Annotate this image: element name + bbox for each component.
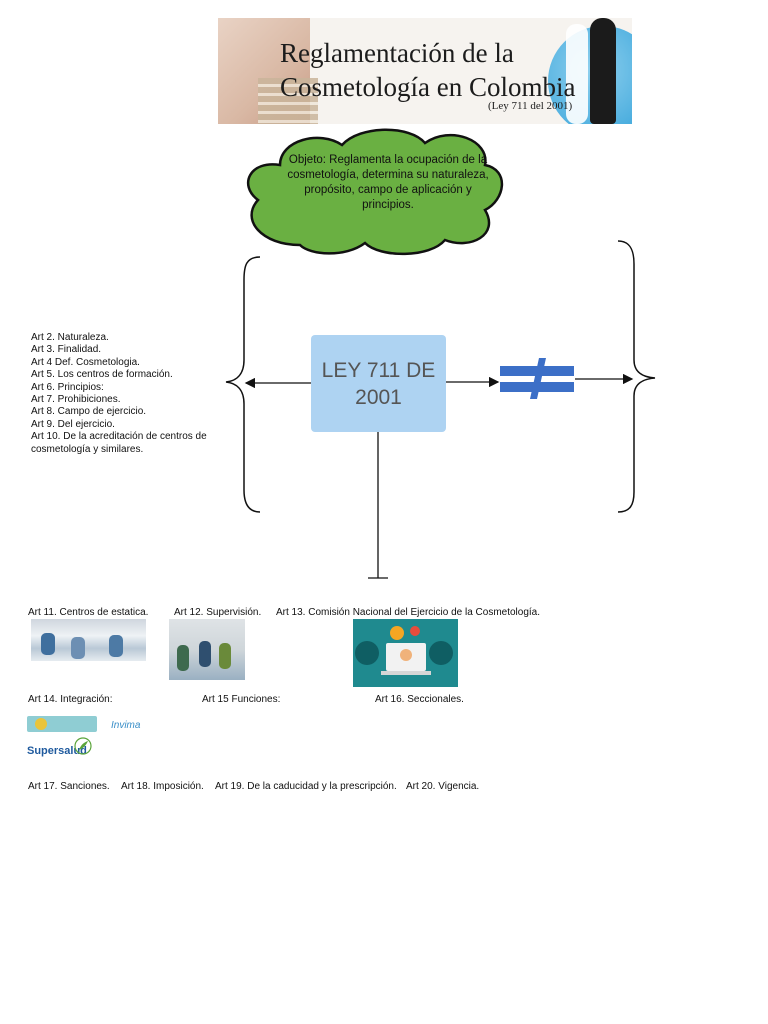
art-17-label: Art 17. Sanciones.	[28, 781, 110, 792]
ley-711-box: LEY 711 DE 2001	[311, 335, 446, 432]
art-15-label: Art 15 Funciones:	[202, 694, 281, 705]
white-silhouette	[566, 24, 588, 124]
objective-text: Objeto: Reglamenta la ocupación de la co…	[287, 154, 489, 211]
supersalud-leaf-icon	[74, 737, 92, 755]
books-image	[258, 78, 318, 124]
art-19-label: Art 19. De la caducidad y la prescripció…	[215, 781, 397, 792]
invima-logo: Invima	[111, 720, 141, 731]
art-13-label: Art 13. Comisión Nacional del Ejercicio …	[276, 607, 541, 618]
left-brace	[225, 256, 261, 513]
black-silhouette	[590, 18, 616, 124]
list-item: Art 8. Campo de ejercicio.	[31, 406, 147, 418]
objective-cloud	[247, 128, 504, 256]
art-11-label: Art 11. Centros de estatica.	[28, 607, 149, 618]
list-item: Art 3. Finalidad.	[31, 344, 102, 356]
art-16-label: Art 16. Seccionales.	[375, 694, 464, 705]
ley-711-label: LEY 711 DE 2001	[321, 358, 436, 409]
banner-title-line1: Reglamentación de la	[280, 38, 514, 68]
list-item: Art 2. Naturaleza.	[31, 332, 109, 343]
right-brace	[617, 240, 656, 513]
supersalud-logo: Supersalud	[27, 745, 87, 757]
art-20-label: Art 20. Vigencia.	[406, 781, 480, 792]
list-item: Art 10. De la acreditación de centros de…	[31, 431, 207, 455]
header-banner: Reglamentación de la Cosmetología en Col…	[218, 18, 632, 124]
art-18-label: Art 18. Imposición.	[121, 781, 204, 792]
beauty-center-photo	[31, 619, 146, 661]
list-item: Art 9. Del ejercicio.	[31, 418, 115, 430]
minsalud-logo	[27, 716, 97, 732]
list-item: Art 6. Principios:	[31, 381, 104, 393]
articles-list: Art 2. Naturaleza. Art 3. Finalidad. Art…	[31, 332, 221, 456]
list-item: Art 7. Prohibiciones.	[31, 394, 121, 406]
banner-title-line2: Cosmetología en Colombia	[280, 72, 576, 102]
list-item: Art 4 Def. Cosmetologia.	[31, 356, 140, 368]
banner-subtitle: (Ley 711 del 2001)	[488, 100, 573, 112]
not-equal-icon	[500, 358, 574, 399]
commission-illustration	[353, 619, 458, 687]
list-item: Art 5. Los centros de formación.	[31, 369, 173, 381]
supervision-photo	[169, 619, 245, 680]
art-14-label: Art 14. Integración:	[28, 694, 113, 705]
art-12-label: Art 12. Supervisión.	[174, 607, 262, 618]
